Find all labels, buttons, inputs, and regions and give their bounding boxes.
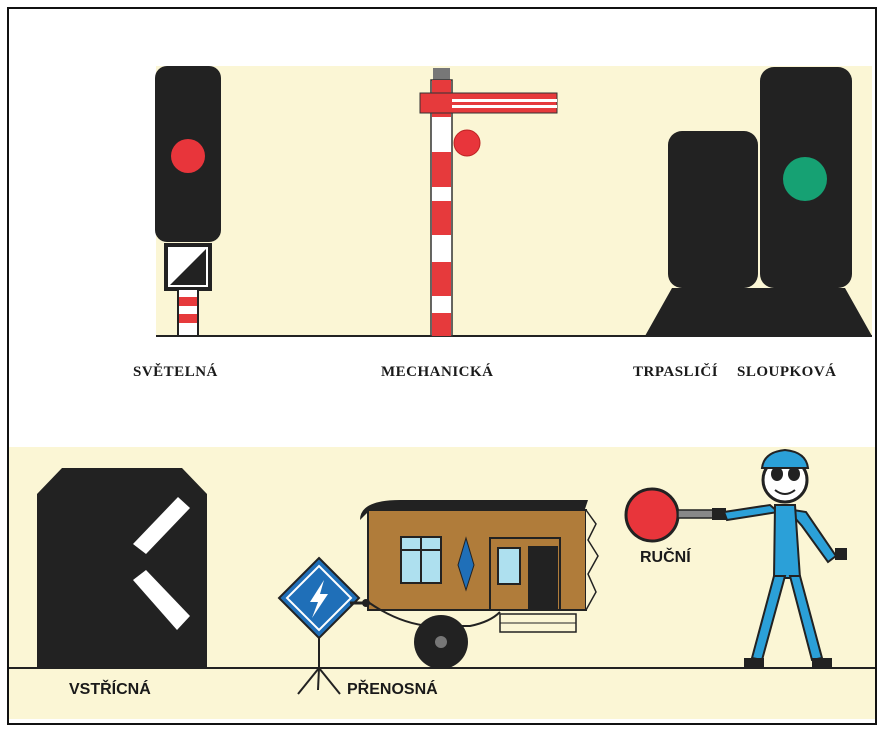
red-light (171, 139, 205, 173)
mechanical-semaphore (419, 68, 558, 337)
portable-sign (277, 556, 361, 695)
label-vstricna: VSTŘÍCNÁ (69, 681, 151, 698)
approach-signal-board (37, 468, 207, 668)
green-light (783, 157, 827, 201)
signal-trailer (350, 500, 599, 669)
label-rucni: RUČNÍ (640, 549, 691, 566)
dwarf-signal (645, 67, 872, 336)
light-signal (155, 66, 221, 337)
label-trpaslici: TRPASLIČÍ (633, 364, 719, 380)
label-prenosna: PŘENOSNÁ (347, 681, 438, 698)
label-mechanicka: MECHANICKÁ (381, 364, 494, 380)
label-sloupkova: SLOUPKOVÁ (737, 364, 837, 380)
label-svetelna: SVĚTELNÁ (133, 364, 218, 380)
hand-signal-figure (624, 448, 847, 668)
stop-disc (624, 487, 680, 543)
semaphore-disc (453, 129, 481, 157)
lightning-icon (310, 580, 328, 618)
